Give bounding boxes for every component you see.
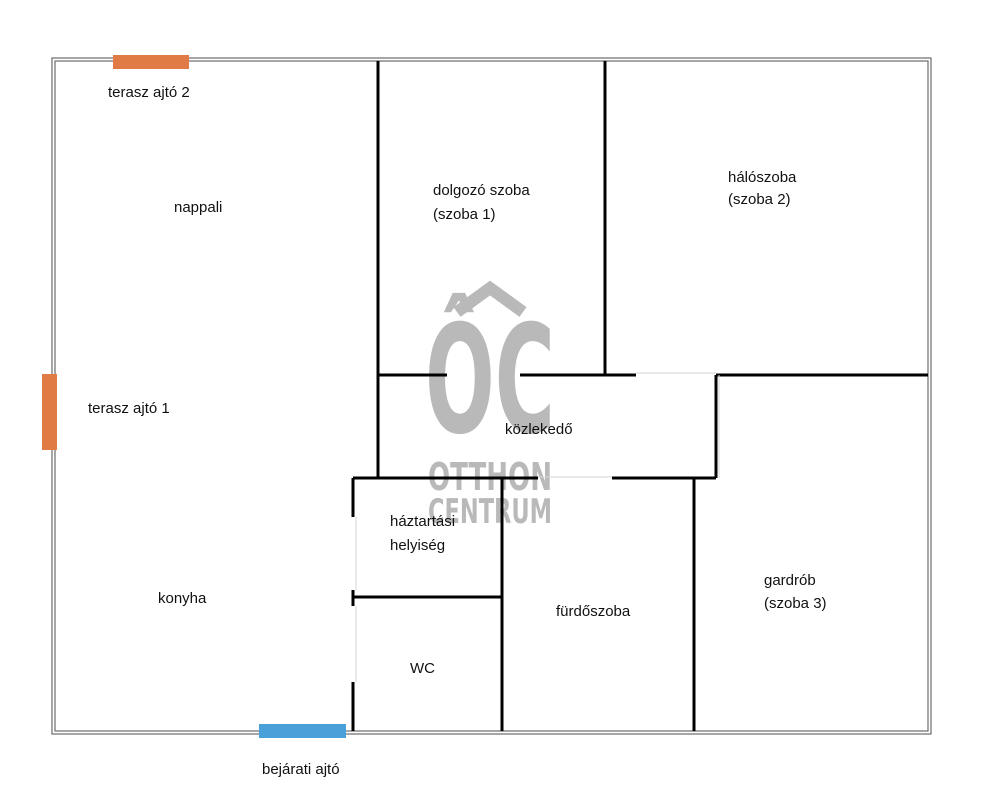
room-label-dolgozo-line1: dolgozó szoba [433, 182, 530, 199]
entrance-door [259, 724, 346, 738]
watermark-monogram: ÔC [425, 293, 555, 468]
room-label-dolgozo-line2: (szoba 1) [433, 206, 496, 223]
room-label-wc: WC [410, 660, 435, 677]
terrace-door-2 [113, 55, 189, 69]
room-label-konyha: konyha [158, 590, 207, 607]
room-label-gardrob-line2: (szoba 3) [764, 595, 827, 612]
terrace-door-1-label: terasz ajtó 1 [88, 400, 170, 417]
entrance-door-label: bejárati ajtó [262, 761, 340, 778]
watermark-line2: CENTRUM [428, 492, 552, 532]
room-label-haloszoba-line2: (szoba 2) [728, 191, 791, 208]
room-label-haloszoba-line1: hálószoba [728, 169, 797, 186]
room-label-gardrob-line1: gardrób [764, 572, 816, 589]
room-label-haztartasi-line2: helyiség [390, 537, 445, 554]
watermark-roof [453, 280, 527, 317]
interior-walls [351, 61, 928, 731]
room-label-furdoszoba: fürdőszoba [556, 603, 631, 620]
opening-outlines [355, 372, 720, 682]
room-label-haztartasi-line1: háztartási [390, 513, 455, 530]
watermark-logo: ÔC OTTHON CENTRUM [425, 280, 555, 532]
terrace-door-2-label: terasz ajtó 2 [108, 84, 190, 101]
room-label-nappali: nappali [174, 199, 222, 216]
terrace-door-1 [42, 374, 57, 450]
room-label-kozlekedo: közlekedő [505, 421, 573, 438]
